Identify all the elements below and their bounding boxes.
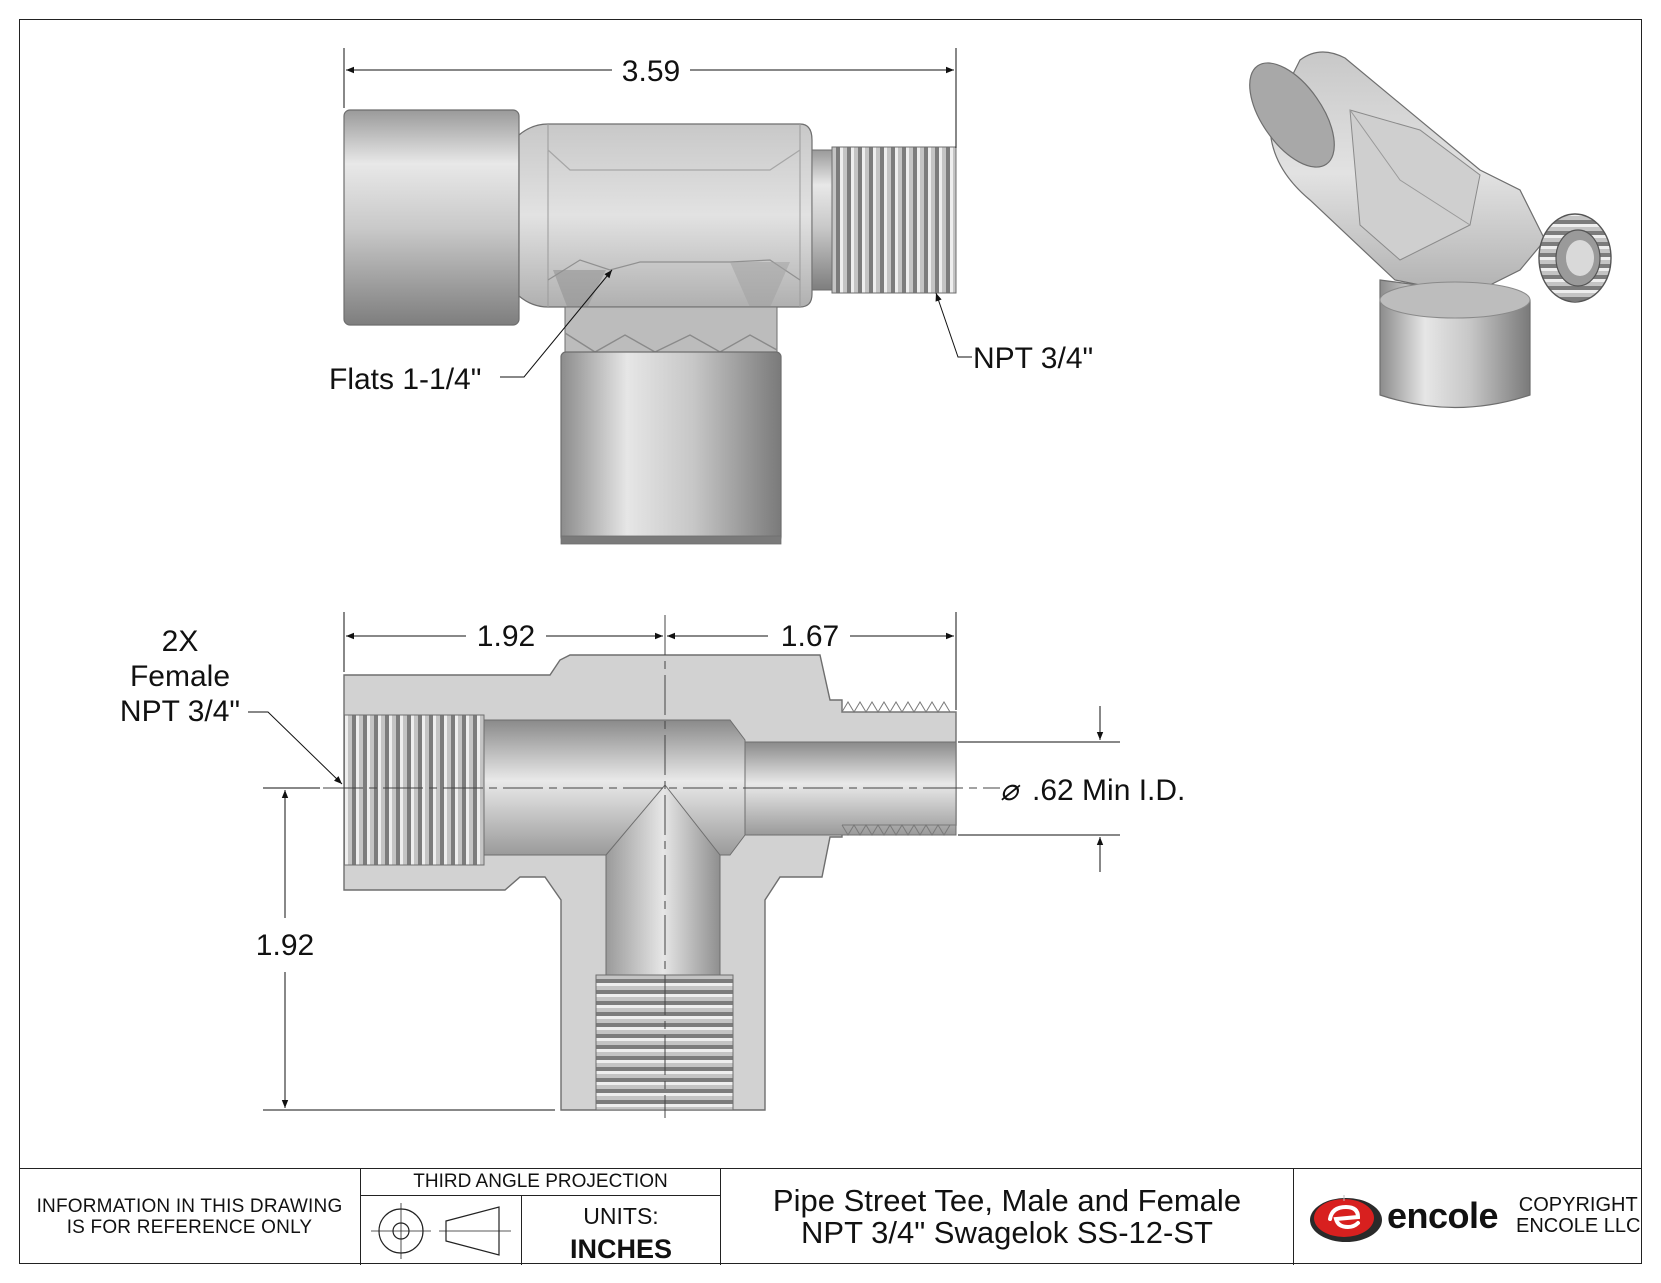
copyright-notice: COPYRIGHT ENCOLE LLC (1516, 1195, 1641, 1237)
female-thread-label: NPT 3/4" (120, 695, 240, 728)
callout-female-thread: 2X Female NPT 3/4" (120, 625, 343, 785)
section-branch-bore (605, 784, 721, 976)
female-word-label: Female (130, 660, 230, 693)
units-cell: UNITS: INCHES (521, 1195, 721, 1265)
dim-1-67-label: 1.67 (781, 620, 839, 653)
notice-line-1: INFORMATION IN THIS DRAWING (36, 1196, 343, 1217)
title-block: INFORMATION IN THIS DRAWING IS FOR REFER… (19, 1168, 1642, 1265)
dim-inner-diameter-label: .62 Min I.D. (1032, 774, 1185, 807)
dim-1-92-left-label: 1.92 (477, 620, 535, 653)
units-value: INCHES (569, 1234, 672, 1264)
dimension-overall-length: 3.59 (343, 48, 957, 148)
female-run-end (343, 109, 520, 326)
company-cell: encole COPYRIGHT ENCOLE LLC (1294, 1169, 1642, 1265)
copyright-line-2: ENCOLE LLC (1516, 1215, 1641, 1237)
isometric-view (1249, 51, 1612, 409)
notice-line-2: IS FOR REFERENCE ONLY (66, 1217, 313, 1238)
dim-1-92-vertical-label: 1.92 (256, 929, 314, 962)
female-branch-end (560, 351, 782, 543)
dimension-section-lengths: 1.92 1.67 (343, 612, 957, 710)
male-thread (831, 146, 957, 294)
section-view (263, 615, 1000, 1118)
thread-relief (811, 149, 833, 291)
third-angle-projection-icon (361, 1195, 522, 1265)
female-qty-label: 2X (162, 625, 199, 658)
branch-hex-flats (564, 306, 778, 356)
dim-3-59-label: 3.59 (622, 55, 680, 88)
reference-notice: INFORMATION IN THIS DRAWING IS FOR REFER… (19, 1169, 361, 1265)
drawing-title: Pipe Street Tee, Male and Female NPT 3/4… (721, 1169, 1294, 1265)
copyright-line-1: COPYRIGHT (1518, 1194, 1638, 1216)
section-female-run-thread (343, 714, 485, 866)
projection-label: THIRD ANGLE PROJECTION (361, 1169, 720, 1196)
diameter-symbol: ⌀ (1000, 774, 1021, 807)
dimension-branch-height: 1.92 (256, 787, 555, 1111)
callout-male-thread: NPT 3/4" (935, 292, 1093, 375)
units-label: UNITS: (583, 1203, 659, 1229)
top-view (343, 109, 957, 545)
title-line-2: NPT 3/4" Swagelok SS-12-ST (801, 1215, 1213, 1250)
brand-name: encole (1387, 1195, 1499, 1236)
flats-label: Flats 1-1/4" (329, 363, 481, 396)
callout-flats: Flats 1-1/4" (329, 269, 613, 396)
title-line-1: Pipe Street Tee, Male and Female (772, 1183, 1242, 1218)
projection-cell: THIRD ANGLE PROJECTION UNITS: INCHES (361, 1169, 721, 1265)
encole-logo-icon (1308, 1193, 1384, 1252)
drawing-frame (19, 19, 1642, 1264)
dimension-inner-diameter: ⌀ .62 Min I.D. (958, 706, 1185, 872)
male-thread-label: NPT 3/4" (973, 342, 1093, 375)
